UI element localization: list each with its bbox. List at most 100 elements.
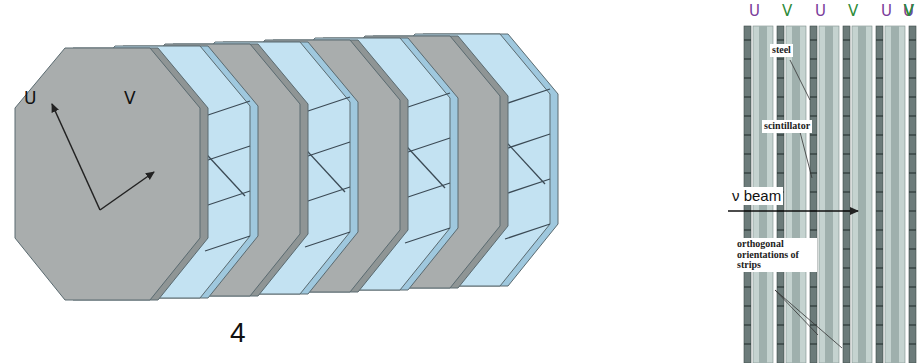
tick-mark [909, 230, 916, 231]
tick-mark [810, 154, 817, 155]
u-axis-arrow [52, 104, 100, 210]
tick-mark [744, 59, 751, 60]
scintillator-strip [819, 26, 839, 363]
tick-mark [843, 154, 850, 155]
tick-mark [876, 154, 883, 155]
strip-line [405, 93, 450, 108]
tick-mark [810, 306, 817, 307]
plane-view-letter: U [749, 4, 760, 20]
tick-mark [876, 268, 883, 269]
steel-strip [909, 26, 916, 363]
tick-mark [744, 287, 751, 288]
tick-mark [843, 325, 850, 326]
plane-view-letter: U [881, 4, 892, 20]
plane-view-letter: V [848, 4, 858, 20]
tick-mark [876, 135, 883, 136]
tick-mark [909, 325, 916, 326]
steel-strip [876, 26, 883, 363]
tick-mark [843, 268, 850, 269]
tick-mark [909, 173, 916, 174]
tick-mark [843, 192, 850, 193]
tick-mark [843, 40, 850, 41]
strip-core [891, 26, 899, 363]
plane-view-letter: U [815, 4, 826, 20]
tick-mark [876, 97, 883, 98]
part-label: scintillator [762, 120, 812, 133]
scintillator-strip [885, 26, 905, 363]
steel-strip [843, 26, 850, 363]
tick-mark [744, 344, 751, 345]
plane-view-letter: V [782, 4, 792, 20]
strip-line [305, 97, 350, 112]
tick-mark [876, 344, 883, 345]
tick-mark [909, 116, 916, 117]
tick-mark [909, 249, 916, 250]
tick-mark [909, 135, 916, 136]
tick-mark [744, 97, 751, 98]
strip-line [505, 179, 550, 194]
tick-mark [777, 78, 784, 79]
tick-mark [777, 59, 784, 60]
axis-label: U [24, 90, 36, 108]
leader-line [790, 60, 810, 100]
tick-mark [876, 211, 883, 212]
tick-mark [876, 249, 883, 250]
tick-mark [909, 287, 916, 288]
steel-plane [15, 48, 200, 300]
tick-mark [876, 230, 883, 231]
tick-mark [777, 97, 784, 98]
tick-mark [744, 230, 751, 231]
tick-mark [843, 173, 850, 174]
tick-mark [777, 325, 784, 326]
scintillator-strip [852, 26, 872, 363]
tick-mark [909, 97, 916, 98]
axis-label: V [124, 90, 136, 108]
strip-line [505, 224, 550, 239]
leader-line [775, 290, 842, 348]
strip-line [205, 101, 250, 116]
detector-planes [15, 34, 558, 300]
tick-mark [777, 230, 784, 231]
tick-mark [777, 344, 784, 345]
tick-mark [876, 116, 883, 117]
tick-mark [810, 287, 817, 288]
tick-mark [777, 306, 784, 307]
beam-arrow [728, 210, 858, 212]
tick-mark [909, 40, 916, 41]
tick-mark [744, 173, 751, 174]
page-number: 4 [230, 318, 246, 347]
tick-mark [909, 59, 916, 60]
tick-mark [909, 344, 916, 345]
strip-line [405, 228, 450, 243]
tick-mark [777, 40, 784, 41]
tick-mark [876, 306, 883, 307]
tick-mark [777, 287, 784, 288]
plane-view-letter: V [904, 4, 914, 20]
tick-mark [777, 173, 784, 174]
strip-line [305, 232, 350, 247]
tick-mark [744, 116, 751, 117]
strip-line [305, 142, 350, 157]
strip-line [405, 183, 450, 198]
tick-mark [744, 154, 751, 155]
tick-mark [843, 78, 850, 79]
tick-mark [909, 211, 916, 212]
part-label: orthogonal orientations of strips [735, 238, 817, 272]
strip-line [505, 134, 550, 149]
tick-mark [876, 59, 883, 60]
strip-core [825, 26, 833, 363]
tick-mark [876, 192, 883, 193]
tick-mark [876, 325, 883, 326]
leader-line [775, 290, 818, 335]
tick-mark [909, 268, 916, 269]
tick-mark [876, 287, 883, 288]
tick-mark [744, 325, 751, 326]
tick-mark [777, 116, 784, 117]
strip-line [305, 187, 350, 202]
tick-mark [810, 78, 817, 79]
tick-mark [876, 173, 883, 174]
tick-mark [909, 78, 916, 79]
tick-mark [810, 97, 817, 98]
tick-mark [810, 230, 817, 231]
